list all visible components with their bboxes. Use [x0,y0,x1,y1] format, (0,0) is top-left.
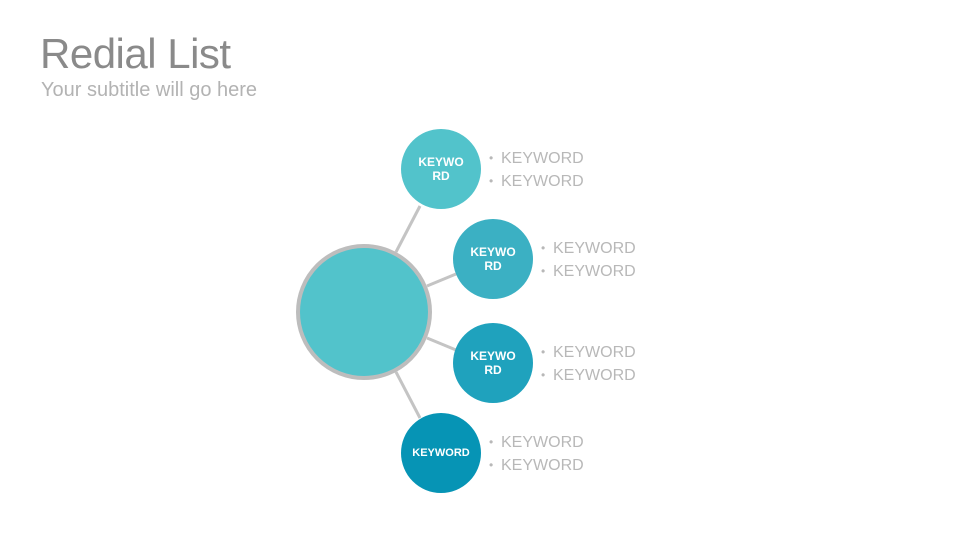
page-title: Redial List [40,30,231,77]
node-2-bullets: KEYWORD KEYWORD [541,237,636,283]
hub-circle [296,244,432,380]
node-3-bullets: KEYWORD KEYWORD [541,341,636,387]
page-subtitle: Your subtitle will go here [41,79,258,101]
node-4-bullets: KEYWORD KEYWORD [489,431,584,477]
connector-2 [426,272,457,288]
node-3-label: KEYWORD [470,349,516,377]
node-4: KEYWORD [401,413,481,493]
node-1-bullets: KEYWORD KEYWORD [489,147,584,193]
connector-4 [394,371,422,419]
node-1-label: KEYWORD [418,155,464,183]
node-4-bullet-2: KEYWORD [489,454,584,477]
node-4-bullet-1: KEYWORD [489,431,584,454]
node-4-label: KEYWORD [412,447,470,459]
node-2-bullet-1: KEYWORD [541,237,636,260]
node-2: KEYWORD [453,219,533,299]
node-1-bullet-2: KEYWORD [489,170,584,193]
connector-3 [426,336,457,352]
node-2-bullet-2: KEYWORD [541,260,636,283]
node-3-bullet-1: KEYWORD [541,341,636,364]
node-1-bullet-1: KEYWORD [489,147,584,170]
node-3-bullet-2: KEYWORD [541,364,636,387]
node-2-label: KEYWORD [470,245,516,273]
node-1: KEYWORD [401,129,481,209]
connector-1 [394,205,422,253]
node-3: KEYWORD [453,323,533,403]
